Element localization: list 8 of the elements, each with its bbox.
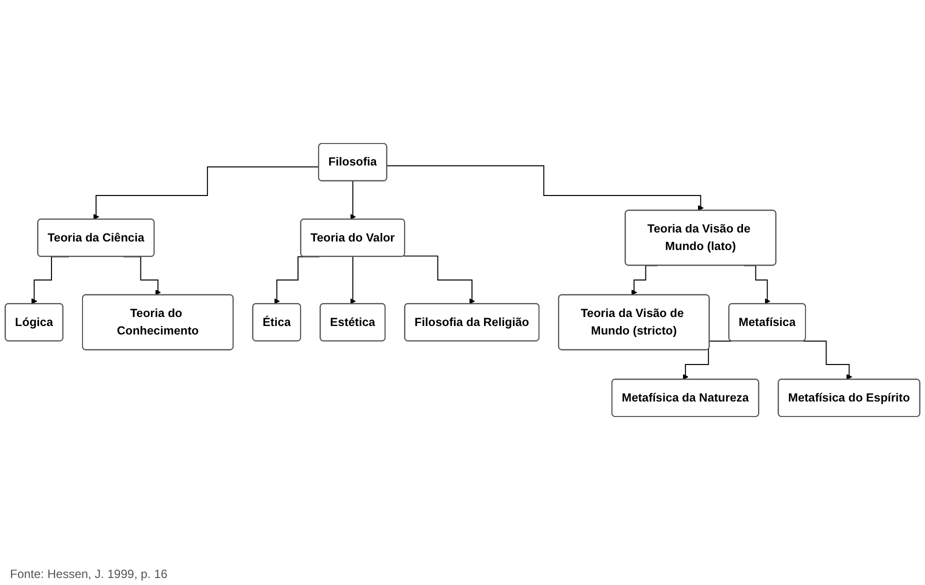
arrow: [802, 340, 852, 380]
arrow: [682, 340, 732, 380]
arrow: [350, 180, 356, 220]
arrow: [403, 256, 475, 304]
source-caption: Fonte: Hessen, J. 1999, p. 16: [10, 567, 168, 581]
arrow: [93, 166, 320, 220]
arrow: [350, 256, 356, 304]
arrow: [386, 165, 704, 211]
